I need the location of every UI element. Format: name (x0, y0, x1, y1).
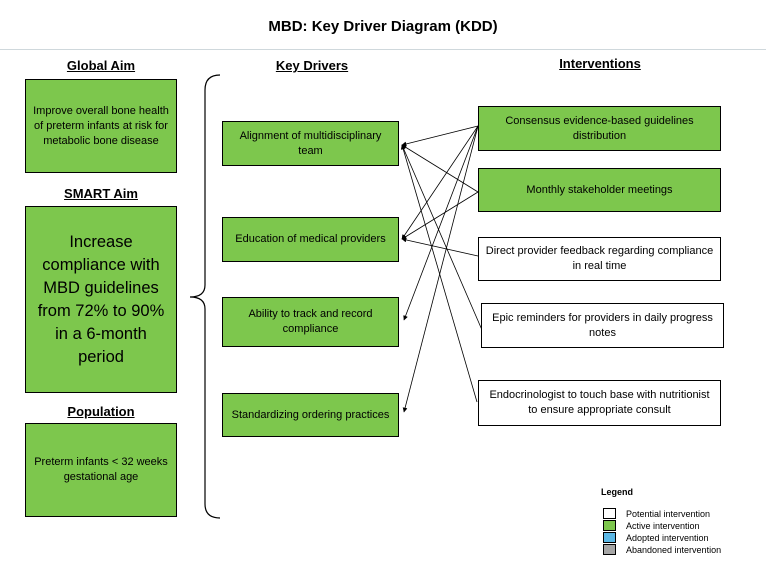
key-driver-1: Education of medical providers (222, 217, 399, 262)
interventions-heading: Interventions (559, 56, 641, 71)
intervention-4: Endocrinologist to touch base with nutri… (478, 380, 721, 426)
link-line (401, 191, 479, 240)
intervention-label: Epic reminders for providers in daily pr… (492, 311, 713, 339)
intervention-label: Direct provider feedback regarding compl… (485, 245, 714, 272)
legend-label: Abandoned intervention (626, 545, 722, 555)
population-heading: Population (67, 404, 135, 419)
key-driver-label: Ability to track and record compliance (248, 308, 373, 335)
key-driver-0: Alignment of multidisciplinary team (222, 121, 399, 166)
legend-swatch (603, 532, 616, 543)
link-line (401, 237, 479, 257)
page-title: MBD: Key Driver Diagram (KDD) (268, 18, 498, 35)
link-line (401, 125, 479, 147)
aim-bracket (189, 74, 221, 519)
driver-intervention-links (400, 125, 483, 413)
intervention-1: Monthly stakeholder meetings (478, 168, 721, 212)
legend-label: Adopted intervention (626, 533, 709, 543)
key-driver-label: Education of medical providers (235, 233, 386, 245)
intervention-0: Consensus evidence-based guidelines dist… (478, 106, 721, 151)
legend-swatch (603, 520, 616, 531)
title-divider (0, 49, 766, 50)
intervention-label: Monthly stakeholder meetings (526, 183, 673, 196)
legend-title: Legend (601, 487, 634, 497)
key-drivers-heading: Key Drivers (275, 58, 349, 73)
link-line (400, 144, 478, 403)
population-box: Preterm infants < 32 weeks gestational a… (25, 423, 177, 517)
smart-aim-text: Increase compliance with MBD guidelines … (37, 232, 165, 366)
intervention-2: Direct provider feedback regarding compl… (478, 237, 721, 281)
global-aim-heading: Global Aim (66, 58, 136, 73)
global-aim-box: Improve overall bone health of preterm i… (25, 79, 177, 173)
key-driver-2: Ability to track and record compliance (222, 297, 399, 347)
global-aim-text: Improve overall bone health of preterm i… (33, 104, 169, 147)
intervention-label: Endocrinologist to touch base with nutri… (489, 389, 710, 416)
intervention-3: Epic reminders for providers in daily pr… (481, 303, 724, 348)
link-line (401, 144, 479, 193)
smart-aim-box: Increase compliance with MBD guidelines … (25, 206, 177, 393)
link-line (401, 125, 479, 240)
legend-swatch (603, 508, 616, 519)
link-line (403, 125, 479, 321)
key-driver-label: Standardizing ordering practices (231, 408, 390, 421)
link-line (401, 144, 483, 331)
key-driver-3: Standardizing ordering practices (222, 393, 399, 437)
intervention-label: Consensus evidence-based guidelines dist… (505, 114, 694, 142)
population-text: Preterm infants < 32 weeks gestational a… (34, 456, 168, 483)
legend-label: Potential intervention (626, 509, 711, 519)
legend-label: Active intervention (626, 521, 700, 531)
key-driver-label: Alignment of multidisciplinary team (239, 129, 382, 157)
legend-swatch (603, 544, 616, 555)
smart-aim-heading: SMART Aim (64, 186, 138, 201)
link-line (402, 125, 479, 413)
